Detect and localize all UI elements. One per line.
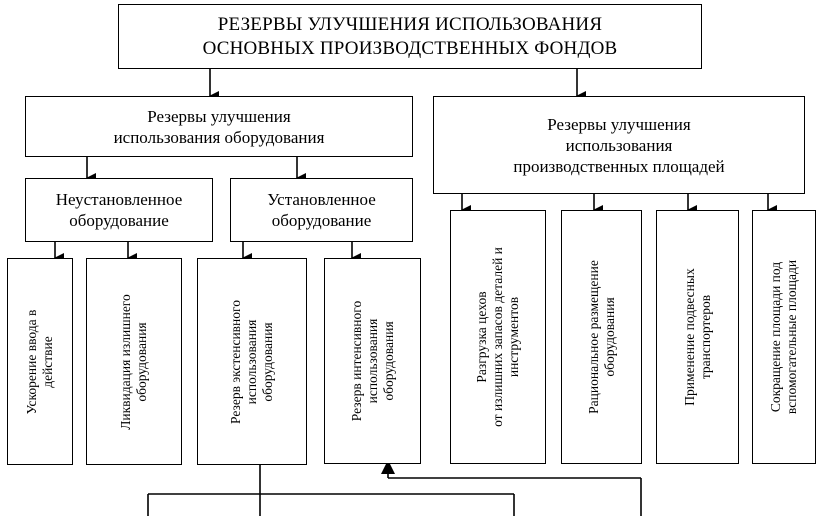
leaf-text-line: действие <box>40 335 55 388</box>
leaf-accelerate-commissioning: Ускорение ввода в действие <box>7 258 73 465</box>
main-title-line: РЕЗЕРВЫ УЛУЧШЕНИЯ ИСПОЛЬЗОВАНИЯ <box>217 13 603 35</box>
leaf-unload-workshops: Разгрузка цехов от излишних запасов дета… <box>450 210 546 464</box>
equipment-reserves-box: Резервы улучшения использования оборудов… <box>25 96 413 157</box>
uninstalled-equipment-box: Неустановленное оборудование <box>25 178 213 242</box>
leaf-text-line: от излишних запасов деталей и <box>490 247 505 427</box>
area-reserves-box: Резервы улучшения использования производ… <box>433 96 805 194</box>
leaf-text-line: Разгрузка цехов <box>474 291 489 383</box>
installed-equipment-line: Установленное <box>267 190 376 209</box>
leaf-text-line: оборудования <box>260 321 275 402</box>
uninstalled-equipment-line: оборудование <box>69 211 169 230</box>
leaf-rational-placement: Рациональное размещение оборудования <box>561 210 642 464</box>
leaf-text-line: оборудования <box>380 321 396 401</box>
leaf-liquidation-surplus: Ликвидация излишнего оборудования <box>86 258 182 465</box>
leaf-text-line: транспортеров <box>697 294 713 380</box>
leaf-reduce-auxiliary-area: Сокращение площади под вспомогательные п… <box>752 210 816 464</box>
leaf-text-line: Ликвидация излишнего <box>118 293 133 430</box>
installed-equipment-line: оборудование <box>271 211 372 230</box>
area-reserves-line: производственных площадей <box>513 156 725 176</box>
leaf-text-line: использования <box>244 319 259 404</box>
leaf-text-line: вспомогательные площади <box>784 259 799 415</box>
installed-equipment-box: Установленное оборудование <box>230 178 413 242</box>
leaf-text-line: оборудования <box>134 321 149 402</box>
leaf-text-line: Применение подвесных <box>681 268 697 406</box>
leaf-text-line: Резерв интенсивного <box>348 300 364 422</box>
main-title-line: ОСНОВНЫХ ПРОИЗВОДСТВЕННЫХ ФОНДОВ <box>202 37 618 59</box>
leaf-text-line: Рациональное размещение <box>585 260 601 414</box>
main-title-box: РЕЗЕРВЫ УЛУЧШЕНИЯ ИСПОЛЬЗОВАНИЯ ОСНОВНЫХ… <box>118 4 702 69</box>
leaf-text-line: использования <box>364 318 380 404</box>
equipment-reserves-line: использования оборудования <box>113 127 325 147</box>
leaf-text-line: Резерв экстенсивного <box>228 299 243 424</box>
equipment-reserves-line: Резервы улучшения <box>147 106 291 126</box>
leaf-overhead-conveyors: Применение подвесных транспортеров <box>656 210 739 464</box>
leaf-extensive-reserve: Резерв экстенсивного использования обору… <box>197 258 307 465</box>
uninstalled-equipment-line: Неустановленное <box>55 190 183 209</box>
leaf-text-line: Сокращение площади под <box>768 261 783 413</box>
area-reserves-line: использования <box>565 135 673 155</box>
leaf-text-line: инструментов <box>506 296 521 378</box>
leaf-text-line: оборудования <box>601 297 617 377</box>
leaf-text-line: Ускорение ввода в <box>24 309 39 414</box>
area-reserves-line: Резервы улучшения <box>547 114 691 134</box>
leaf-intensive-reserve: Резерв интенсивного использования оборуд… <box>324 258 421 464</box>
